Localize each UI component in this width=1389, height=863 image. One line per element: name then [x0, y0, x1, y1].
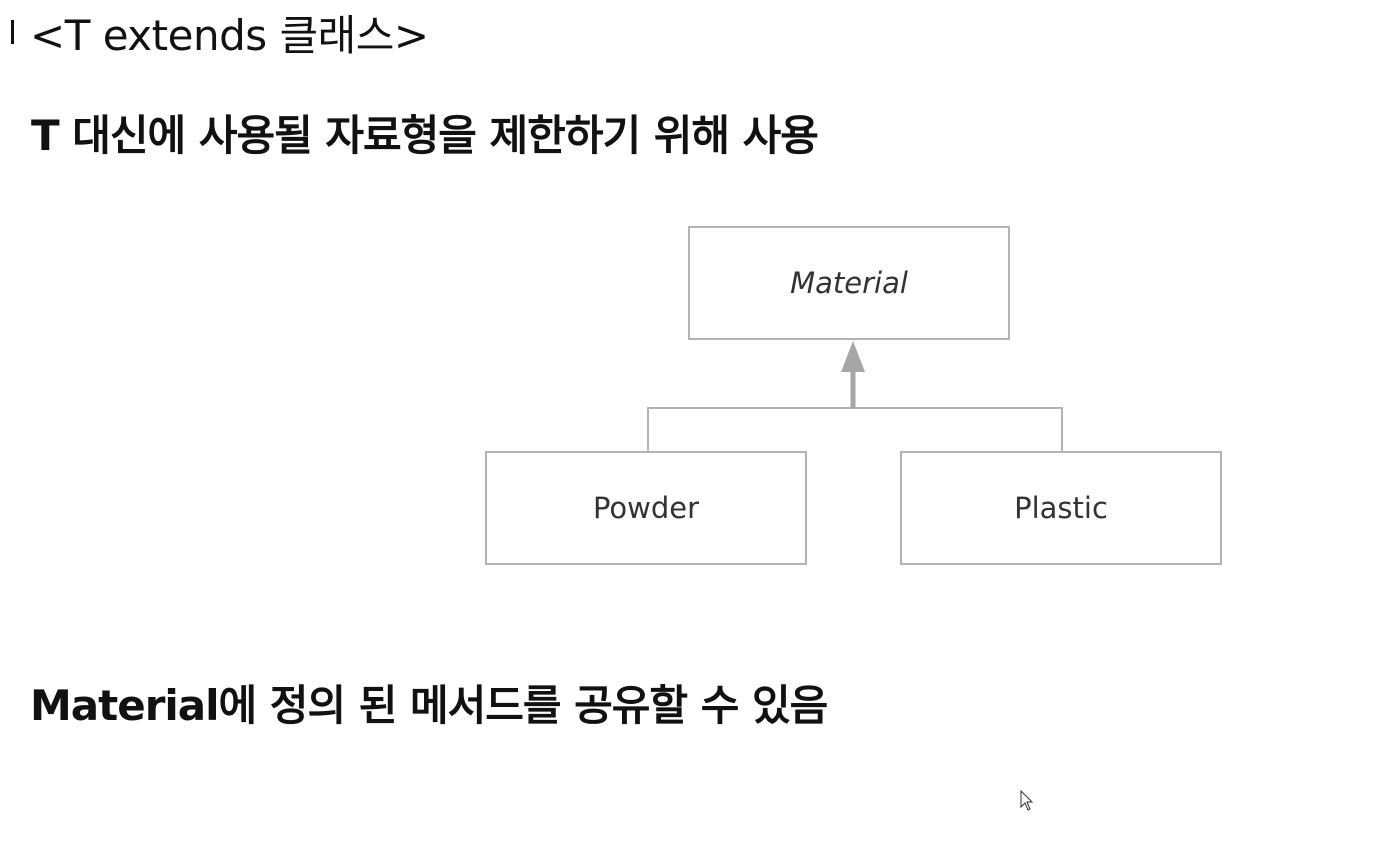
child-class-label: Powder	[593, 491, 699, 525]
description-line: T 대신에 사용될 자료형을 제한하기 위해 사용	[31, 111, 819, 160]
parent-class-label: Material	[790, 266, 908, 300]
page-title: <T extends 클래스>	[30, 11, 429, 60]
parent-class-box: Material	[688, 226, 1010, 340]
summary-line: Material에 정의 된 메서드를 공유할 수 있음	[30, 681, 828, 730]
child-class-box-powder: Powder	[485, 451, 807, 565]
mouse-pointer-icon	[1020, 790, 1034, 811]
child-class-label: Plastic	[1014, 491, 1108, 525]
inheritance-arrow	[841, 341, 865, 408]
inheritance-connectors	[647, 407, 1063, 451]
child-class-box-plastic: Plastic	[900, 451, 1222, 565]
text-cursor-icon	[11, 20, 14, 44]
